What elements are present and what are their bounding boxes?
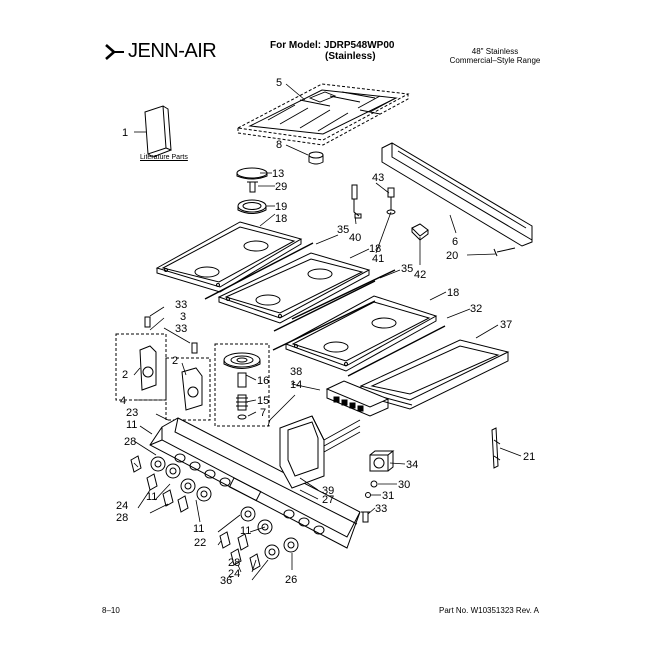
burner-assembly-16 — [223, 352, 261, 420]
brand-name: JENN-AIR — [128, 40, 217, 62]
burner-tray-left — [155, 221, 303, 293]
callout-33-c: 33 — [375, 503, 387, 515]
callout-3: 3 — [180, 311, 186, 323]
burner-tray-middle — [217, 252, 371, 324]
literature-parts-label: Literature Parts — [140, 154, 188, 161]
product-description: 48" Stainless Commercial–Style Range — [420, 47, 570, 65]
callout-29: 29 — [275, 181, 287, 193]
grate-fingers — [267, 91, 393, 132]
callout-11-c: 11 — [193, 523, 204, 535]
ignition-module — [369, 450, 395, 472]
callout-32: 32 — [470, 303, 482, 315]
callout-24-b: 24 — [228, 568, 240, 580]
electronic-box — [279, 415, 361, 489]
description-line-2: Commercial–Style Range — [449, 56, 541, 65]
callout-26: 26 — [285, 574, 297, 586]
callout-2-a: 2 — [122, 369, 128, 381]
small-fasteners — [361, 480, 378, 523]
callout-33-a: 33 — [175, 299, 187, 311]
callout-18-right: 18 — [447, 287, 459, 299]
callout-41: 41 — [372, 253, 384, 265]
leader-lines — [133, 83, 522, 581]
panel-knob-holes — [174, 453, 325, 535]
callout-7: 7 — [260, 407, 266, 419]
callout-4: 4 — [120, 395, 126, 407]
callout-19: 19 — [275, 201, 287, 213]
burner-tray-right — [284, 295, 438, 372]
callout-20: 20 — [446, 250, 458, 262]
callout-40: 40 — [349, 232, 361, 244]
callout-43: 43 — [372, 172, 384, 184]
brand-logo: JENN-AIR — [104, 40, 217, 63]
callout-31: 31 — [382, 490, 394, 502]
callout-34: 34 — [406, 459, 418, 471]
burner-head — [237, 199, 267, 214]
callout-11-a: 11 — [126, 419, 137, 431]
model-number: For Model: JDRP548WP00 — [270, 40, 395, 51]
callout-labels: 1 5 8 13 29 19 18 35 40 43 41 42 6 20 18… — [116, 77, 535, 587]
callout-18-top: 18 — [275, 213, 287, 225]
screw-20 — [493, 247, 516, 257]
seal-strips — [204, 242, 446, 377]
callout-18-mid: 18 — [369, 243, 381, 255]
callout-37: 37 — [500, 319, 512, 331]
burner-grate — [236, 83, 410, 146]
callout-11-d: 11 — [240, 525, 251, 537]
callout-39: 39 — [322, 485, 334, 497]
brand-mark-icon — [104, 43, 126, 61]
igniter-switch — [351, 184, 362, 219]
control-panel — [149, 417, 361, 549]
burner-cap — [236, 167, 268, 180]
control-module — [325, 380, 390, 417]
grate-foot — [308, 151, 324, 165]
callout-6: 6 — [452, 236, 458, 248]
callout-13: 13 — [272, 168, 284, 180]
model-finish: (Stainless) — [325, 51, 376, 62]
callout-14: 14 — [290, 379, 302, 391]
callout-30: 30 — [398, 479, 410, 491]
callout-33-b: 33 — [175, 323, 187, 335]
callout-35-a: 35 — [337, 224, 349, 236]
description-line-1: 48" Stainless — [471, 47, 519, 56]
callout-36: 36 — [220, 575, 232, 587]
callout-2-b: 2 — [172, 355, 178, 367]
callout-23: 23 — [126, 407, 138, 419]
callout-42: 42 — [414, 269, 426, 281]
callout-35-b: 35 — [401, 263, 413, 275]
callout-38: 38 — [290, 366, 302, 378]
callout-27: 27 — [322, 494, 334, 506]
callout-28-a: 28 — [124, 436, 136, 448]
callout-11-b: 11 — [146, 491, 157, 503]
callout-8: 8 — [276, 139, 282, 151]
callout-24-a: 24 — [116, 500, 128, 512]
control-knobs — [130, 455, 299, 571]
part-number: Part No. W10351323 Rev. A — [439, 606, 539, 615]
callout-5: 5 — [276, 77, 282, 89]
callout-28-b: 28 — [116, 512, 128, 524]
page-number: 8–10 — [102, 606, 120, 615]
back-trim-panel — [381, 142, 533, 247]
callout-1: 1 — [122, 127, 128, 139]
side-bracket — [491, 427, 501, 469]
model-title: For Model: JDRP548WP00 (Stainless) — [270, 40, 394, 62]
valve-parts — [139, 316, 203, 411]
callout-22: 22 — [194, 537, 206, 549]
burner-screw — [247, 181, 258, 193]
callout-15: 15 — [257, 395, 269, 407]
callout-16: 16 — [257, 375, 269, 387]
callout-28-c: 28 — [228, 557, 240, 569]
callout-21: 21 — [523, 451, 535, 463]
literature-book — [144, 105, 172, 158]
